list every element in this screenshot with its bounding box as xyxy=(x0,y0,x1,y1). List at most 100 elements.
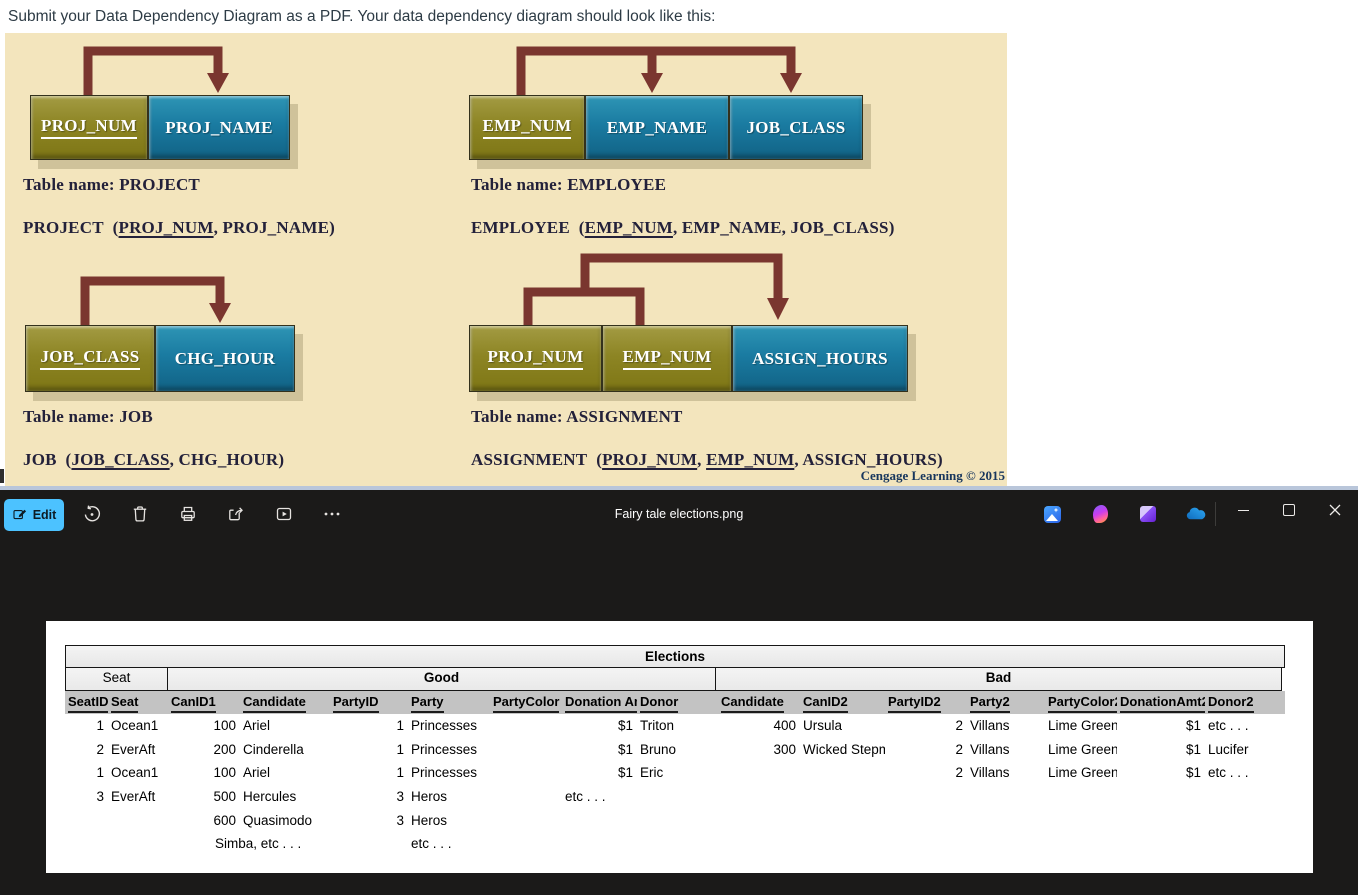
field-emp-num: EMP_NUM xyxy=(469,95,585,160)
table-cell: 400 xyxy=(773,718,796,733)
table-cell xyxy=(967,785,1045,809)
table-cell xyxy=(490,785,562,809)
table-cell: $1 xyxy=(617,741,633,757)
close-icon xyxy=(1329,504,1341,516)
edit-button[interactable]: Edit xyxy=(4,499,64,531)
col-header-partycolor2: PartyColor2 xyxy=(1045,691,1117,714)
delete-button[interactable] xyxy=(128,499,152,529)
table-cell xyxy=(967,809,1045,833)
table-cell: 1 xyxy=(396,765,404,781)
table-cell xyxy=(885,809,967,833)
col-header-partyid2: PartyID2 xyxy=(885,691,967,714)
table-cell xyxy=(490,714,562,738)
designer-icon xyxy=(1092,505,1108,523)
field-proj-name: PROJ_NAME xyxy=(148,95,290,160)
browser-page: Submit your Data Dependency Diagram as a… xyxy=(0,8,1358,490)
table-cell: 100 xyxy=(213,718,236,733)
instruction-text: Submit your Data Dependency Diagram as a… xyxy=(8,8,716,25)
table-cell: Princesses xyxy=(411,765,478,781)
slideshow-button[interactable] xyxy=(272,499,296,529)
table-cell xyxy=(1045,809,1117,833)
share-button[interactable] xyxy=(224,499,248,529)
table-cell: 300 xyxy=(773,741,796,757)
more-icon xyxy=(324,512,340,516)
share-icon xyxy=(229,507,243,521)
table-cell: Ariel xyxy=(243,765,271,781)
close-button[interactable] xyxy=(1312,490,1358,530)
table-cell xyxy=(490,738,562,762)
rotate-button[interactable] xyxy=(80,499,104,529)
clipchamp-button[interactable] xyxy=(1136,499,1160,529)
job-table-label: Table name: JOB xyxy=(23,407,153,426)
col-header-canid1: CanID1 xyxy=(168,691,240,714)
table-cell: 200 xyxy=(213,741,236,757)
table-cell: Princesses xyxy=(411,741,478,757)
group-header-bad: Bad xyxy=(715,668,1282,691)
table-cell xyxy=(637,785,718,809)
clipchamp-icon xyxy=(1140,506,1156,522)
trash-icon xyxy=(133,506,147,522)
employee-schema: EMPLOYEE (EMP_NUM, EMP_NAME, JOB_CLASS) xyxy=(471,218,895,237)
field-job-class: JOB_CLASS xyxy=(25,325,155,392)
table-cell xyxy=(1117,785,1205,809)
col-header-candidate: Candidate xyxy=(240,691,330,714)
minimize-button[interactable] xyxy=(1220,490,1266,530)
maximize-button[interactable] xyxy=(1266,490,1312,530)
edit-button-label: Edit xyxy=(32,508,57,522)
table-cell: Bruno xyxy=(640,741,677,757)
onedrive-button[interactable] xyxy=(1184,499,1208,529)
designer-button[interactable] xyxy=(1088,499,1112,529)
table-cell: $1 xyxy=(617,765,633,781)
table-cell xyxy=(885,832,967,856)
field-emp-num: EMP_NUM xyxy=(602,325,732,392)
col-header-donation-amt: Donation Amt xyxy=(562,691,637,714)
field-job-class: JOB_CLASS xyxy=(729,95,863,160)
table-cell: Simba, etc . . . xyxy=(215,836,302,852)
table-cell: 1 xyxy=(96,718,104,733)
print-button[interactable] xyxy=(176,499,200,529)
table-cell: 1 xyxy=(396,718,404,733)
table-cell: Triton xyxy=(640,718,675,733)
table-cell: 600 xyxy=(213,812,236,828)
dependency-arrows xyxy=(80,46,802,325)
col-header-canid2: CanID2 xyxy=(800,691,885,714)
ai-edit-icon xyxy=(1043,505,1061,523)
table-cell: 500 xyxy=(213,789,236,805)
ai-edit-button[interactable] xyxy=(1040,499,1064,529)
table-cell: Ursula xyxy=(803,718,843,733)
table-cell xyxy=(1117,832,1205,856)
col-header-seat: Seat xyxy=(108,691,168,714)
table-cell: 3 xyxy=(396,789,404,805)
project-table-label: Table name: PROJECT xyxy=(23,175,200,194)
table-cell xyxy=(800,785,885,809)
table-cell xyxy=(1045,785,1117,809)
table-cell: Wicked Stepmother xyxy=(803,741,885,757)
table-cell xyxy=(1117,809,1205,833)
table-cell xyxy=(562,832,637,856)
table-cell: Villans xyxy=(970,765,1010,781)
table-cell xyxy=(967,832,1045,856)
table-cell xyxy=(718,785,800,809)
table-cell: Lime Green xyxy=(1048,765,1117,781)
more-options-button[interactable] xyxy=(320,499,344,529)
table-cell: Eric xyxy=(640,765,664,781)
table-cell: Princesses xyxy=(411,718,478,733)
col-header-party: Party xyxy=(408,691,490,714)
table-cell xyxy=(637,809,718,833)
group-header-good: Good xyxy=(166,668,717,691)
table-cell: Quasimodo xyxy=(243,812,313,828)
table-cell: $1 xyxy=(1185,718,1201,733)
table-cell: 2 xyxy=(955,741,963,757)
rotate-icon xyxy=(84,505,101,522)
col-header-donor2: Donor2 xyxy=(1205,691,1285,714)
table-cell: etc . . . xyxy=(1208,765,1249,781)
table-cell: Lime Green xyxy=(1048,741,1117,757)
table-cell: Villans xyxy=(970,741,1010,757)
